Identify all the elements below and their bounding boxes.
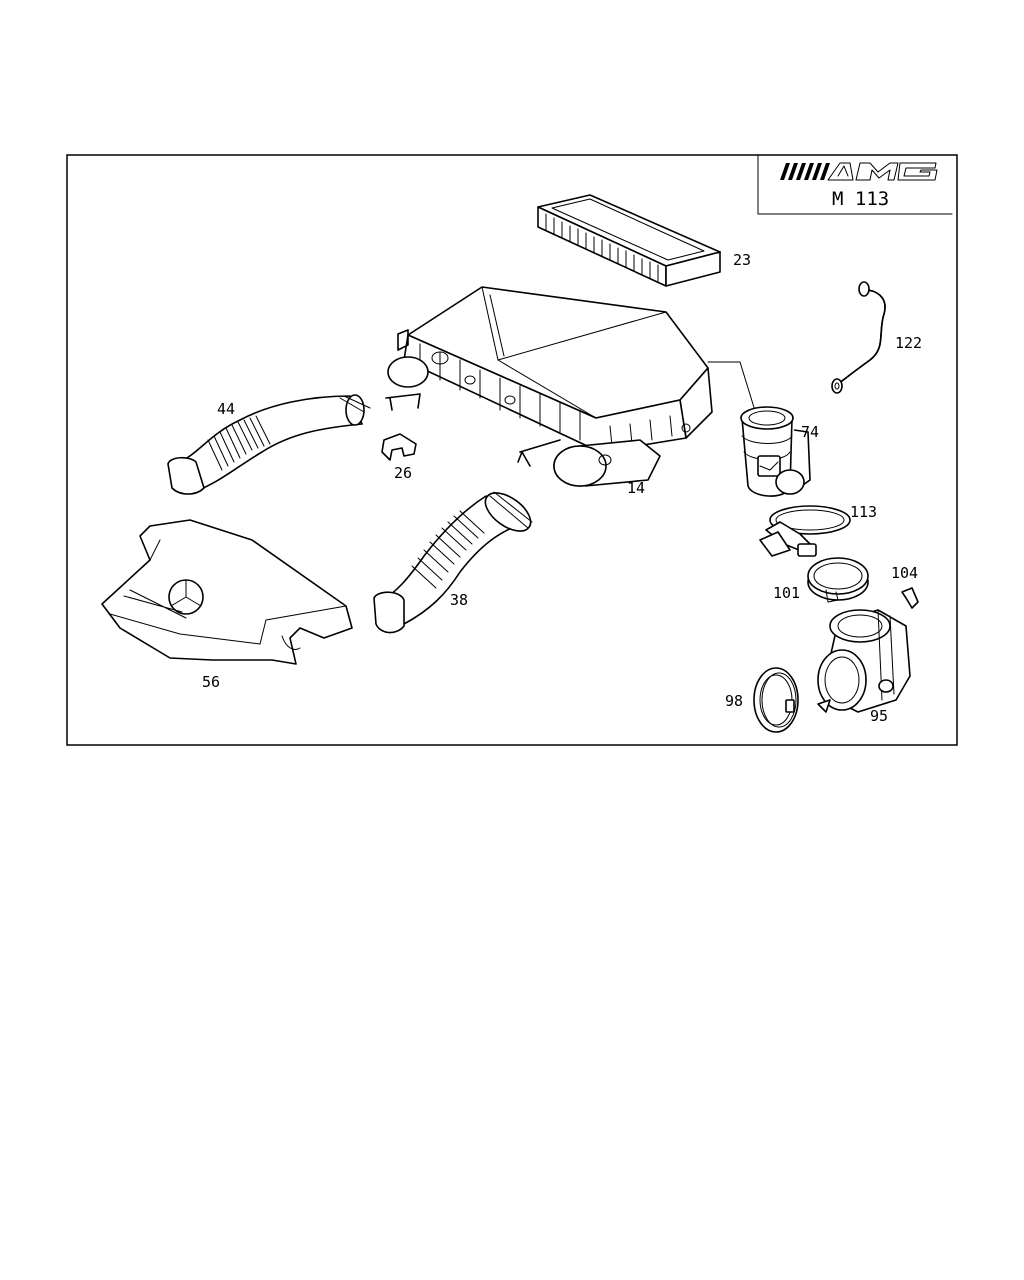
retaining-clip [381, 433, 417, 461]
part-number-98: 98 [725, 692, 743, 710]
amg-logo [780, 162, 938, 181]
air-mass-sensor [740, 406, 811, 497]
part-number-56: 56 [202, 673, 220, 691]
logo-box: M 113 [757, 154, 953, 215]
engine-cover [101, 519, 353, 665]
part-number-122: 122 [895, 334, 922, 352]
engine-code: M 113 [832, 188, 889, 210]
part-number-74: 74 [801, 423, 819, 441]
part-number-113: 113 [850, 503, 877, 521]
clamp-ring [807, 557, 869, 603]
intake-duct-right [373, 491, 533, 634]
part-number-23: 23 [733, 251, 751, 269]
part-number-38: 38 [450, 591, 468, 609]
air-filter-element [537, 194, 721, 287]
diagram-border [66, 154, 958, 746]
throttle-adapter [817, 609, 911, 713]
sealing-ring [753, 667, 799, 733]
small-clip [901, 587, 919, 609]
part-number-104: 104 [891, 564, 918, 582]
part-number-44: 44 [217, 400, 235, 418]
breather-hose [831, 281, 886, 394]
intake-duct-left [167, 394, 371, 495]
hose-clamp [759, 505, 851, 557]
air-filter-housing [385, 286, 757, 487]
part-number-101: 101 [773, 584, 800, 602]
part-number-95: 95 [870, 707, 888, 725]
part-number-14: 14 [627, 479, 645, 497]
part-number-26: 26 [394, 464, 412, 482]
